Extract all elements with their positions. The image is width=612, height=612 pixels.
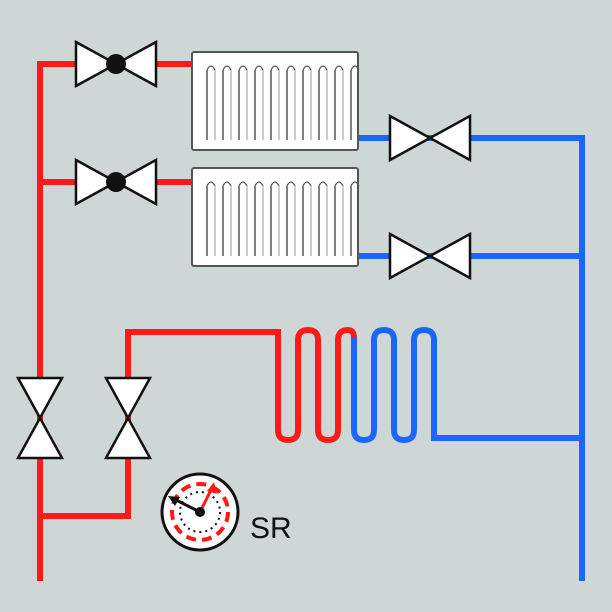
valve-icon bbox=[388, 231, 472, 281]
radiator-lower bbox=[191, 167, 360, 267]
thermostatic-valve-upper bbox=[74, 39, 158, 89]
valve-icon bbox=[103, 376, 153, 460]
supply-valve-left bbox=[15, 376, 65, 460]
radiator-icon bbox=[191, 167, 359, 267]
thermostatic-valve-lower bbox=[74, 157, 158, 207]
return-pipes bbox=[353, 135, 585, 581]
supply-valve-right bbox=[103, 376, 153, 460]
radiator-upper bbox=[191, 51, 360, 151]
coil-return-part bbox=[351, 326, 440, 444]
gauge-label: SR bbox=[250, 512, 292, 545]
return-valve-upper bbox=[388, 113, 472, 163]
radiator-icon bbox=[191, 51, 359, 151]
valve-icon bbox=[388, 113, 472, 163]
supply-bypass bbox=[37, 329, 281, 519]
valve-icon bbox=[15, 376, 65, 460]
return-valve-lower bbox=[388, 231, 472, 281]
temperature-gauge bbox=[160, 472, 240, 552]
floor-heating-coil bbox=[275, 326, 440, 444]
coil-supply-part bbox=[275, 326, 357, 444]
